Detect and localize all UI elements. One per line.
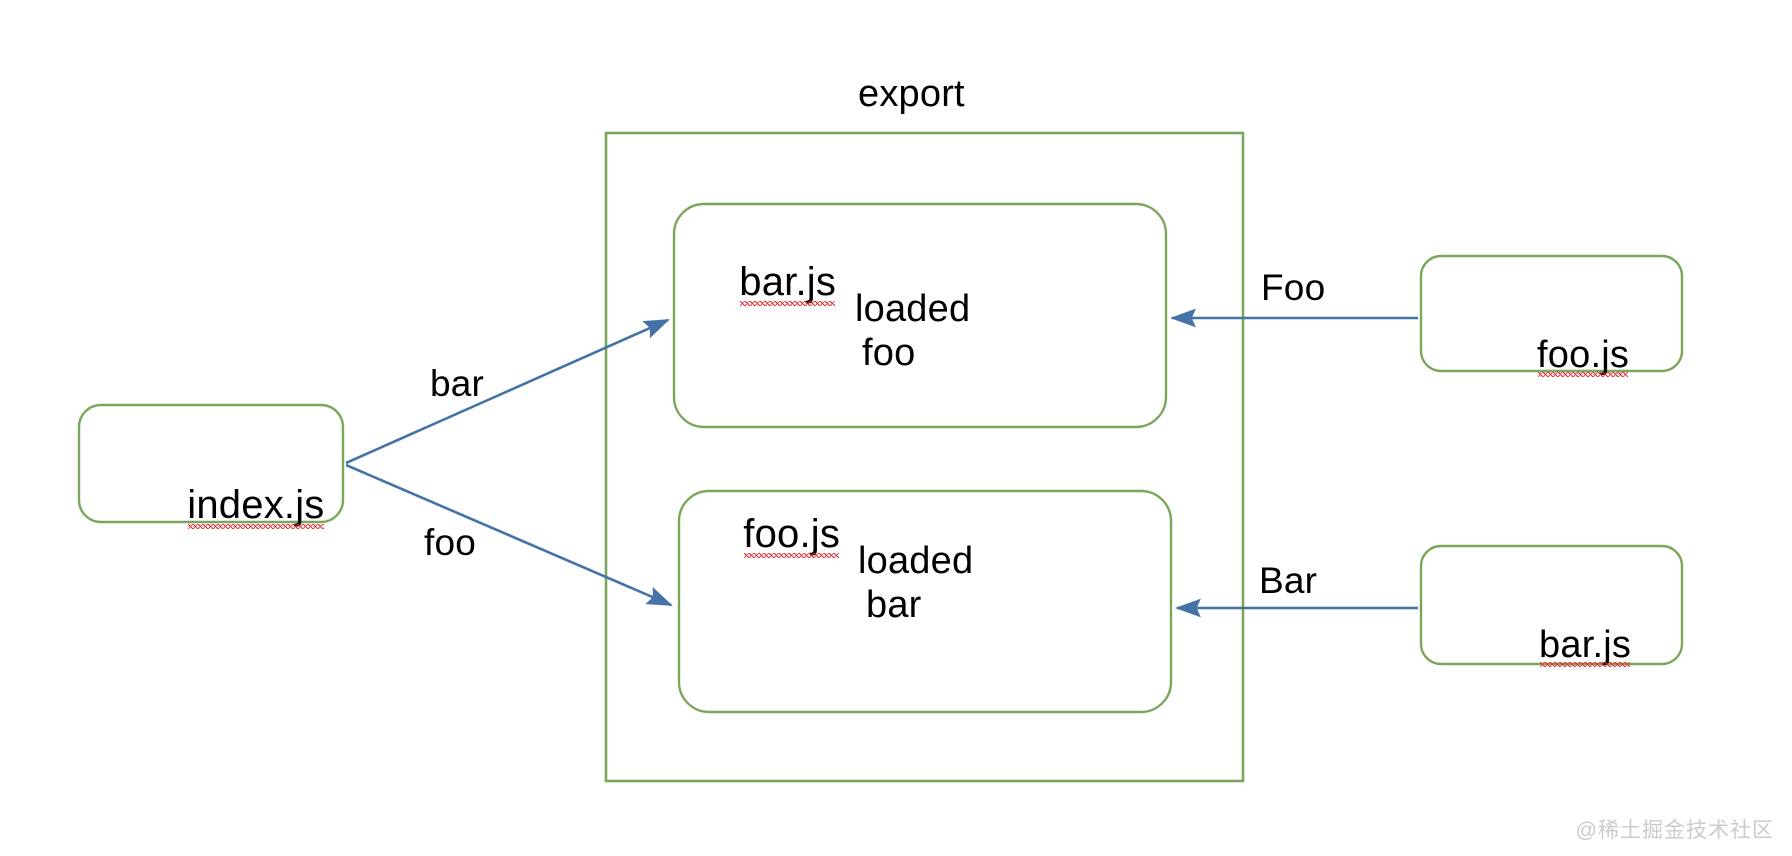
module-foo-title: foo.js (698, 467, 840, 601)
external-foo-node-label-text: foo.js (1537, 333, 1630, 377)
edge-label-Foo: Foo (1261, 267, 1326, 308)
index-node-label: index.js (142, 438, 325, 572)
external-bar-node-label: bar.js (1496, 581, 1631, 709)
external-bar-node-label-text: bar.js (1539, 623, 1632, 667)
module-foo-body-line2: bar (866, 584, 922, 626)
edge-label-bar: bar (430, 363, 485, 404)
arrow-index-to-bar (345, 318, 670, 465)
module-bar-body-line2: foo (862, 332, 916, 374)
module-foo-title-text: foo.js (743, 511, 841, 558)
module-bar-title: bar.js (694, 215, 836, 349)
module-bar-title-text: bar.js (739, 259, 837, 306)
watermark: @稀土掘金技术社区 (1575, 819, 1774, 842)
module-foo-body-line1: loaded (858, 540, 974, 582)
export-group-label: export (858, 73, 965, 115)
index-node-label-text: index.js (187, 482, 325, 529)
arrow-index-to-foo (345, 463, 673, 607)
external-foo-node-label: foo.js (1494, 291, 1629, 419)
module-bar-body-line1: loaded (855, 288, 971, 330)
edge-label-foo: foo (424, 522, 477, 563)
edge-label-Bar: Bar (1259, 560, 1318, 601)
